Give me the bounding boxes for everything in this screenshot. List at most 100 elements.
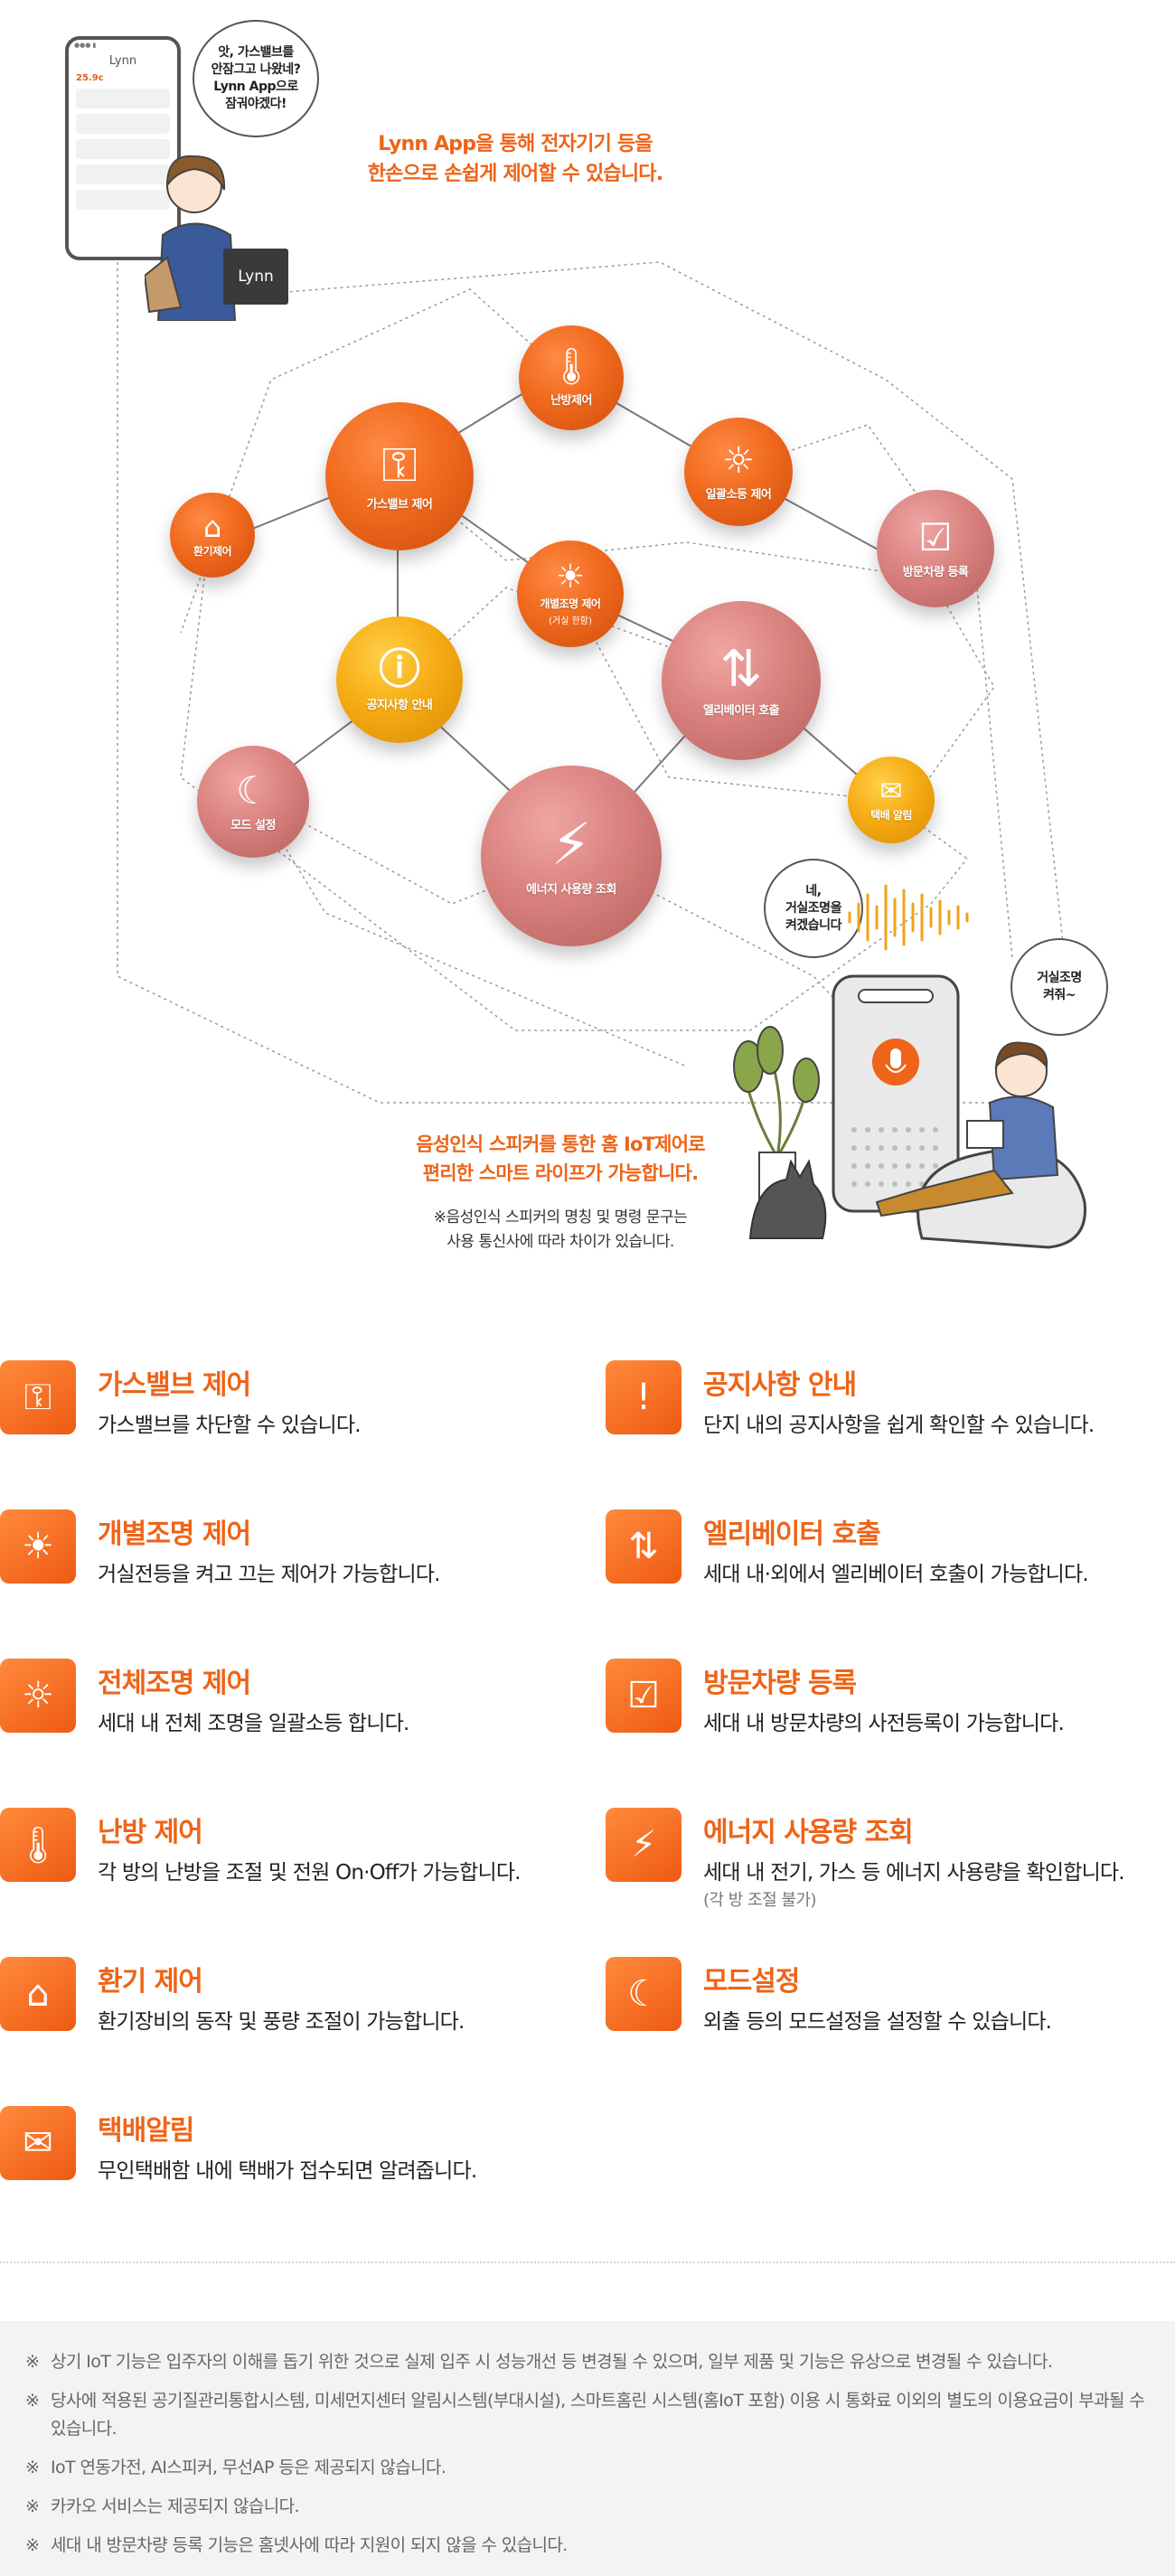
- feature-title: 전체조명 제어: [98, 1668, 251, 1699]
- note-mark: ※: [25, 2458, 40, 2477]
- node-light-single: ☀ 개별조명 제어 (거실 한함): [517, 541, 624, 647]
- bubble-line: 켜겠습니다: [785, 917, 841, 933]
- speaker-speech-bubble: 네, 거실조명을 켜겠습니다: [764, 859, 863, 958]
- clipboard-icon: ☑: [606, 1659, 682, 1733]
- lamp-icon: ☀: [555, 559, 586, 596]
- note-mark: ※: [25, 2496, 40, 2516]
- bubble-line: 안잠그고 나왔네?: [211, 62, 301, 77]
- lynn-logo-box: Lynn: [223, 249, 288, 305]
- light-switch-icon: ☼: [0, 1659, 76, 1733]
- speaker-scene-illustration: [733, 974, 1086, 1249]
- feature-title: 개별조명 제어: [98, 1518, 251, 1550]
- node-elevator: ⇅ 엘리베이터 호출: [662, 601, 821, 760]
- node-ventilation: ⌂ 환기제어: [170, 493, 255, 578]
- gas-valve-icon: ⚿: [0, 1360, 76, 1434]
- lamp-icon: ☀: [0, 1509, 76, 1584]
- node-label: 환기제어: [193, 544, 232, 558]
- elevator-icon: ⇅: [719, 639, 763, 699]
- node-label: 난방제어: [550, 393, 592, 408]
- feature-title: 방문차량 등록: [703, 1668, 857, 1699]
- section-divider: [0, 2261, 1175, 2263]
- feature-title: 난방 제어: [98, 1817, 203, 1848]
- feature-description: 무인택배함 내에 택배가 접수되면 알려줍니다.: [98, 2159, 477, 2183]
- feature-description: 거실전등을 켜고 끄는 제어가 가능합니다.: [98, 1563, 440, 1586]
- parcel-icon: ✉: [879, 775, 903, 807]
- node-label: 가스밸브 제어: [366, 497, 433, 512]
- feature-title: 에너지 사용량 조회: [703, 1817, 914, 1848]
- node-label: 엘리베이터 호출: [702, 703, 780, 718]
- note-mark: ※: [25, 2391, 40, 2411]
- node-label: 공지사항 안내: [366, 698, 433, 712]
- bubble-line: 거실조명을: [785, 900, 841, 916]
- app-caption-line: Lynn App을 통해 전자기기 등을: [378, 133, 653, 155]
- bubble-line: 켜줘~: [1043, 988, 1076, 1002]
- feature-description: 세대 내 전기, 가스 등 에너지 사용량을 확인합니다.: [703, 1861, 1125, 1885]
- light-switch-icon: ☼: [722, 439, 755, 482]
- node-label: 택배 알림: [870, 808, 912, 822]
- notice-icon: ⓘ: [379, 644, 420, 693]
- phone-mockup: ●●● ▮ Lynn 25.9c: [65, 36, 181, 260]
- note-mark: ※: [25, 2535, 40, 2555]
- voice-caption-line: 편리한 스마트 라이프가 가능합니다.: [422, 1162, 699, 1184]
- feature-title: 가스밸브 제어: [98, 1369, 251, 1401]
- parcel-icon: ✉: [0, 2106, 76, 2180]
- node-energy: ⚡ 에너지 사용량 조회: [481, 766, 662, 946]
- bubble-line: 네,: [805, 883, 822, 898]
- node-label: 방문차량 등록: [902, 565, 969, 579]
- voice-caption: 음성인식 스피커를 통한 홈 IoT제어로 편리한 스마트 라이프가 가능합니다…: [375, 1130, 746, 1188]
- phone-temperature: 25.9c: [76, 73, 104, 83]
- node-parcel: ✉ 택배 알림: [848, 757, 935, 843]
- bubble-line: 거실조명: [1037, 971, 1082, 985]
- phone-row: [76, 89, 170, 108]
- node-light-all: ☼ 일괄소등 제어: [684, 418, 793, 526]
- moon-sun-icon: ☾: [606, 1957, 682, 2031]
- thermometer-icon: 🌡: [0, 1808, 76, 1882]
- note-text: 카카오 서비스는 제공되지 않습니다.: [51, 2496, 300, 2516]
- phone-user-speech-bubble: 앗, 가스밸브를 안잠그고 나왔네? Lynn App으로 잠궈야겠다!: [193, 20, 319, 137]
- feature-description: 외출 등의 모드설정을 설정할 수 있습니다.: [703, 2010, 1052, 2034]
- voice-note: ※음성인식 스피커의 명칭 및 명령 문구는 사용 통신사에 따라 차이가 있습…: [398, 1206, 723, 1255]
- note-item: ※IoT 연동가전, AI스피커, 무선AP 등은 제공되지 않습니다.: [25, 2454, 1146, 2482]
- bubble-line: Lynn App으로: [213, 80, 298, 94]
- gas-valve-icon: ⚿: [381, 437, 418, 493]
- feature-description: 단지 내의 공지사항을 쉽게 확인할 수 있습니다.: [703, 1414, 1095, 1437]
- man-speech-bubble: 거실조명 켜줘~: [1010, 938, 1108, 1036]
- node-visitor-car: ☑ 방문차량 등록: [877, 490, 994, 607]
- node-notice: ⓘ 공지사항 안내: [336, 616, 463, 743]
- moon-sun-icon: ☾: [236, 767, 270, 813]
- feature-description: 가스밸브를 차단할 수 있습니다.: [98, 1414, 362, 1437]
- feature-title: 공지사항 안내: [703, 1369, 857, 1401]
- node-label: 개별조명 제어: [540, 597, 601, 610]
- feature-note: (각 방 조절 불가): [703, 1891, 817, 1910]
- note-text: 당사에 적용된 공기질관리통합시스템, 미세먼지센터 알림시스템(부대시설), …: [51, 2391, 1145, 2439]
- node-sublabel: (거실 한함): [549, 616, 592, 626]
- note-item: ※ 상기 IoT 기능은 입주자의 이해를 돕기 위한 것으로 실제 입주 시 성…: [25, 2348, 1146, 2376]
- note-mark: ※: [25, 2352, 40, 2372]
- sound-wave-icon: [848, 884, 969, 951]
- bubble-line: 앗, 가스밸브를: [218, 45, 294, 60]
- note-text: 세대 내 방문차량 등록 기능은 홈넷사에 따라 지원이 되지 않을 수 있습니…: [51, 2535, 568, 2555]
- bubble-line: 잠궈야겠다!: [225, 97, 287, 111]
- node-mode: ☾ 모드 설정: [197, 746, 309, 858]
- phone-row: [76, 139, 170, 159]
- feature-description: 세대 내 전체 조명을 일괄소등 합니다.: [98, 1712, 409, 1735]
- woman-illustration: [145, 155, 237, 321]
- voice-caption-line: 음성인식 스피커를 통한 홈 IoT제어로: [416, 1133, 705, 1155]
- feature-title: 환기 제어: [98, 1966, 203, 1998]
- phone-status-bar: ●●● ▮: [74, 42, 97, 49]
- node-label: 모드 설정: [230, 818, 276, 832]
- feature-description: 세대 내·외에서 엘리베이터 호출이 가능합니다.: [703, 1563, 1089, 1586]
- gauge-icon: ⚡: [550, 811, 592, 879]
- notice-icon: !: [606, 1360, 682, 1434]
- phone-row: [76, 114, 170, 134]
- feature-title: 엘리베이터 호출: [703, 1518, 881, 1550]
- node-gas-valve: ⚿ 가스밸브 제어: [325, 402, 474, 550]
- note-text: 상기 IoT 기능은 입주자의 이해를 돕기 위한 것으로 실제 입주 시 성능…: [51, 2352, 1053, 2372]
